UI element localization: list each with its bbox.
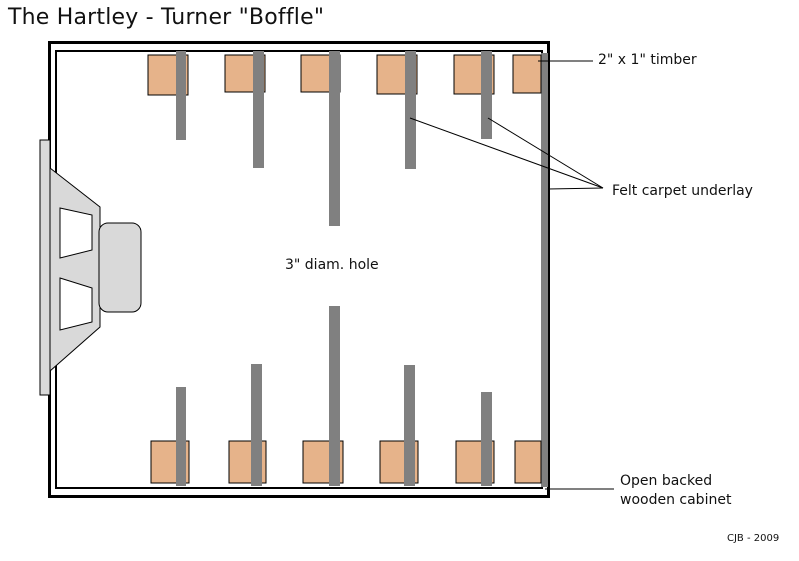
felt-panel: [253, 51, 264, 168]
timber-label: 2" x 1" timber: [598, 52, 697, 68]
felt-panel: [176, 387, 186, 486]
felt-leader-line: [409, 117, 604, 189]
felt-leader-line: [547, 187, 604, 190]
timber-block: [512, 54, 542, 94]
diagram-title: The Hartley - Turner "Boffle": [8, 5, 325, 30]
speaker-front-plate: [39, 139, 51, 396]
felt-panel: [329, 306, 340, 486]
hole-label: 3" diam. hole: [285, 257, 379, 273]
speaker-magnet: [98, 222, 142, 313]
cabinet-label-line2: wooden cabinet: [620, 492, 732, 508]
felt-panel: [329, 51, 340, 226]
leader-lines: [409, 60, 614, 490]
speaker-cone-window: [59, 207, 93, 259]
author-credit: CJB - 2009: [727, 533, 780, 544]
felt-label: Felt carpet underlay: [612, 183, 753, 199]
felt-panel: [176, 51, 186, 140]
felt-side-strip: [541, 53, 548, 487]
felt-panel: [481, 392, 492, 486]
speaker-cone: [49, 166, 101, 373]
felt-panel: [251, 364, 262, 486]
felt-panel: [405, 51, 416, 169]
timber-block: [514, 440, 542, 484]
cabinet-label-line1: Open backed: [620, 473, 713, 489]
felt-panel: [404, 365, 415, 486]
bottom-felt-panels: [176, 306, 492, 486]
felt-panel: [481, 51, 492, 139]
cabinet-label: Open backed wooden cabinet: [620, 472, 731, 510]
top-felt-panels: [176, 51, 492, 226]
speaker-driver: [39, 139, 142, 396]
felt-leader-line: [487, 117, 604, 189]
speaker-cone-window: [59, 277, 93, 331]
